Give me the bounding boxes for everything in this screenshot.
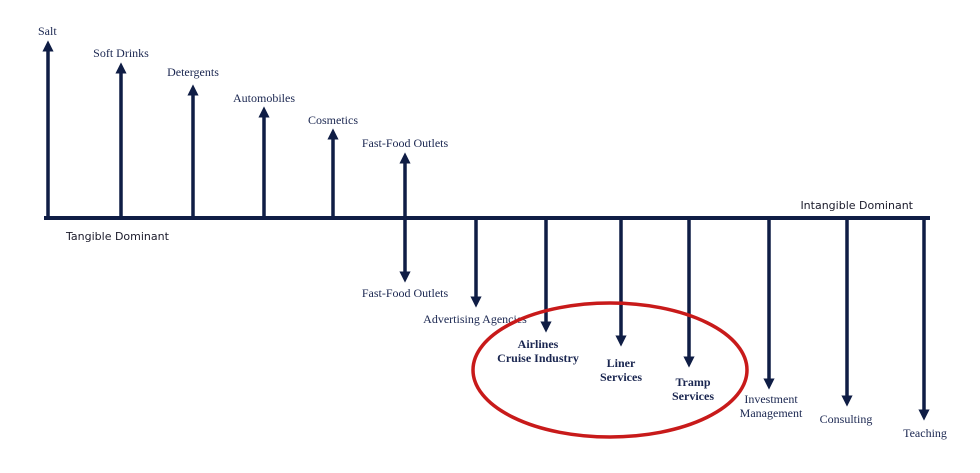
intangible-label-liner-services: Liner [607, 356, 636, 370]
intangible-label-liner-services: Services [600, 370, 642, 384]
intangible-label-tramp-services: Services [672, 389, 714, 403]
intangible-label-investment-management: Management [740, 406, 803, 420]
highlight-ellipse [471, 301, 749, 439]
tangible-label-soft-drinks: Soft Drinks [93, 46, 149, 60]
intangible-label-airlines-cruise-industry: Airlines [518, 337, 559, 351]
intangible-label-tramp-services: Tramp [675, 375, 710, 389]
intangible-label-consulting: Consulting [820, 412, 873, 426]
tangible-label-salt: Salt [38, 24, 57, 38]
intangible-label-teaching: Teaching [903, 426, 947, 440]
intangible-label-airlines-cruise-industry: Cruise Industry [497, 351, 579, 365]
tangible-label-automobiles: Automobiles [233, 91, 295, 105]
tangible-label-cosmetics: Cosmetics [308, 113, 358, 127]
intangible-label-investment-management: Investment [744, 392, 798, 406]
tangible-dominant-label: Tangible Dominant [65, 230, 170, 243]
intangible-dominant-label: Intangible Dominant [800, 199, 913, 212]
intangible-label-fast-food-outlets: Fast-Food Outlets [362, 286, 449, 300]
intangible-label-advertising-agencies: Advertising Agencies [423, 312, 527, 326]
tangible-label-fast-food-outlets: Fast-Food Outlets [362, 136, 449, 150]
tangible-label-detergents: Detergents [167, 65, 219, 79]
